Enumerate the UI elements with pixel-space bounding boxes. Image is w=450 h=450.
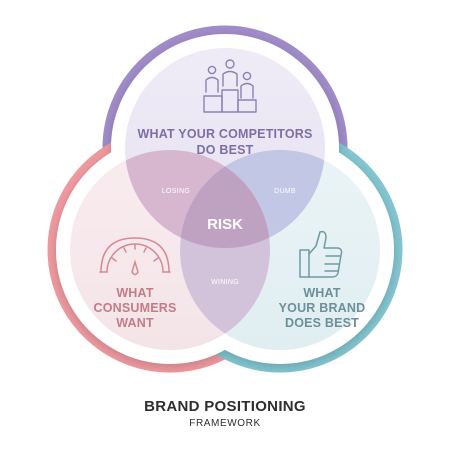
thumbs-up-icon: [299, 230, 343, 278]
caption-subtitle: FRAMEWORK: [189, 418, 261, 429]
consumers-title-line1: WHAT: [116, 286, 154, 300]
consumers-title-line2: CONSUMERS: [93, 301, 176, 315]
brand-title: WHAT YOUR BRAND DOES BEST: [279, 286, 366, 330]
brand-title-line3: DOES BEST: [285, 316, 359, 330]
competitors-title-line1: WHAT YOUR COMPETITORS: [137, 127, 312, 141]
overlap-label-wining: WINING: [211, 279, 239, 286]
consumers-title-line3: WANT: [116, 316, 154, 330]
overlap-label-losing: LOSING: [162, 188, 190, 195]
center-label-risk: RISK: [207, 216, 243, 233]
consumers-title: WHAT CONSUMERS WANT: [93, 286, 176, 330]
gauge-meter-icon: [99, 237, 171, 276]
overlap-label-dumb: DUMB: [274, 188, 296, 195]
podium-people-icon: [203, 59, 257, 113]
competitors-title: WHAT YOUR COMPETITORS DO BEST: [137, 127, 312, 157]
overlap-risk: [180, 150, 270, 248]
competitors-title-line2: DO BEST: [197, 143, 254, 157]
caption-title: BRAND POSITIONING: [144, 398, 306, 415]
brand-title-line2: YOUR BRAND: [279, 301, 366, 315]
brand-title-line1: WHAT: [303, 286, 341, 300]
